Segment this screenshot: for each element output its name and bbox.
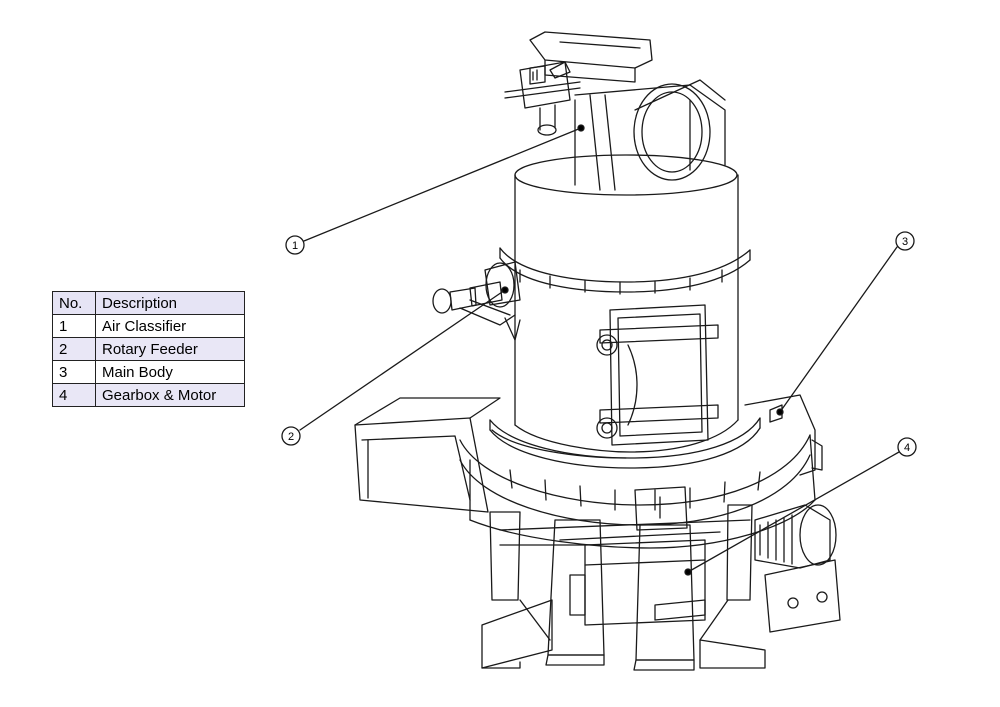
motor [754,504,841,633]
legend-header-description: Description [95,291,245,315]
main-body-base [354,394,823,549]
callout-2-number: 2 [288,431,294,443]
legend-row-description: Gearbox & Motor [95,383,245,407]
callout-4-number: 4 [904,442,910,454]
main-body-cylinder [491,154,751,459]
legend-row-no: 4 [52,383,96,407]
callout-1: 1 [285,235,305,255]
legend-row-no: 3 [52,360,96,384]
legend-row: 3 Main Body [52,360,245,384]
rotary-feeder [432,261,521,341]
legend-row: 2 Rotary Feeder [52,337,245,361]
parts-legend-table: No. Description 1 Air Classifier 2 Rotar… [52,291,245,407]
gearbox [559,531,721,626]
callout-leaders [299,124,900,576]
legend-row: 1 Air Classifier [52,314,245,338]
legend-row-description: Air Classifier [95,314,245,338]
legend-row-description: Rotary Feeder [95,337,245,361]
air-classifier [504,31,726,191]
legend-header-row: No. Description [52,291,245,315]
legend-row: 4 Gearbox & Motor [52,383,245,407]
callout-3: 3 [895,231,915,251]
callout-2: 2 [281,426,301,446]
legend-row-no: 2 [52,337,96,361]
legend-header-no: No. [52,291,96,315]
base-frame [481,504,766,671]
legend-row-no: 1 [52,314,96,338]
callout-3-number: 3 [902,236,908,248]
callout-4: 4 [897,437,917,457]
callout-1-number: 1 [292,240,298,252]
legend-row-description: Main Body [95,360,245,384]
